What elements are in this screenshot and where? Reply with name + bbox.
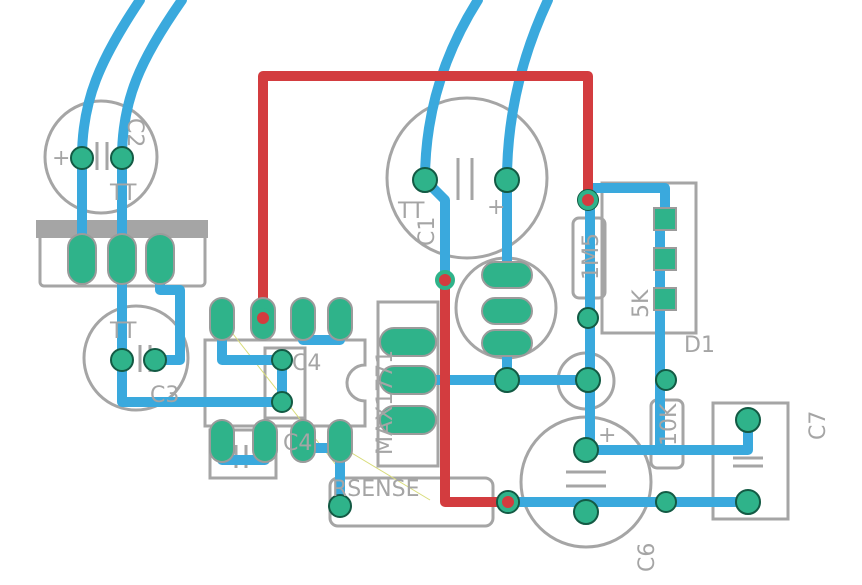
c1-outline [385, 96, 549, 260]
label-tt3: TT [109, 319, 137, 344]
label-plus-c6: + [598, 423, 616, 448]
r-10k-body [649, 398, 685, 470]
trace-5k [585, 183, 670, 220]
pad-1m5-bottom [577, 307, 599, 329]
pads-layer [67, 146, 761, 525]
trace-reg-mid [117, 253, 287, 407]
pad-5k-3 [653, 287, 677, 311]
pad-d1-1 [494, 367, 520, 393]
trace-top-rsense [440, 275, 513, 507]
pad-d1-2 [575, 367, 601, 393]
pad-c2-2 [110, 146, 134, 170]
trace-wire-2 [117, 0, 187, 163]
trace-top-loop [258, 71, 593, 323]
pad-tr-1 [481, 261, 533, 289]
pad-max-1 [379, 327, 437, 357]
pad-ic-3 [290, 297, 316, 341]
label-1m5: 1M5 [579, 233, 604, 280]
pad-5k-2 [653, 247, 677, 271]
pad-reg-3 [145, 233, 175, 285]
label-tt2: TT [397, 199, 425, 224]
pad-ic-8 [327, 419, 353, 463]
label-plus-c2: + [52, 146, 70, 171]
labels-layer: C2 TT + C1 TT + TT C3 C4 C4 MAX1771 1M5 … [52, 118, 831, 572]
label-plus-c1: + [487, 195, 505, 220]
label-max1771: MAX1771 [373, 350, 398, 455]
pad-c1-2 [494, 167, 520, 193]
label-c6: C6 [635, 543, 660, 572]
pad-ic-1 [209, 297, 235, 341]
ic-outline [203, 338, 367, 428]
trace-d1 [585, 195, 665, 455]
pad-rsense-1 [328, 494, 352, 518]
label-5k: 5K [629, 289, 654, 318]
pad-10k-top [655, 369, 677, 391]
c-small-box [263, 346, 307, 420]
pad-ic-5 [209, 419, 235, 463]
label-c7: C7 [806, 411, 831, 440]
pad-c1-1 [412, 167, 438, 193]
c7-outline [711, 401, 790, 521]
pad-ic-6 [252, 419, 278, 463]
pad-c6-1 [573, 437, 599, 463]
pad-tr-2 [481, 297, 533, 325]
label-rsense: RSENSE [332, 477, 419, 502]
pad-ic-4 [327, 297, 353, 341]
label-c3: C3 [150, 383, 179, 408]
pad-5k-1 [653, 207, 677, 231]
pad-max-2 [379, 365, 437, 395]
pad-c3-2 [143, 348, 167, 372]
pad-reg-1 [67, 233, 97, 285]
label-10k: 10K [657, 403, 682, 446]
label-d1: D1 [684, 333, 715, 358]
pad-tr-3 [481, 329, 533, 357]
pad-c6-2 [573, 499, 599, 525]
label-tt1: TT [109, 181, 137, 206]
top-copper-layer [258, 71, 593, 507]
trace-wire-4 [502, 0, 553, 185]
pad-c2-1 [70, 146, 94, 170]
pad-reg-2 [107, 233, 137, 285]
trace-wire-1 [77, 0, 145, 163]
via-1 [253, 308, 273, 328]
pad-max-3 [379, 405, 437, 435]
via-2 [435, 270, 455, 290]
label-c1: C1 [415, 217, 440, 246]
via-4 [498, 492, 518, 512]
label-c2: C2 [122, 118, 147, 147]
pad-ic-7 [290, 419, 316, 463]
pad-c7-1 [735, 407, 761, 433]
label-ic-c: C4 [283, 431, 312, 456]
pad-small-2 [271, 391, 293, 413]
pad-small-1 [271, 349, 293, 371]
pad-10k-bottom [655, 491, 677, 513]
c3-outline [82, 304, 190, 412]
pad-c3-1 [110, 348, 134, 372]
via-3 [578, 190, 598, 210]
pad-c7-2 [735, 489, 761, 515]
label-c4: C4 [292, 351, 321, 376]
trace-wire-3 [420, 0, 483, 185]
c2-outline [43, 99, 159, 215]
